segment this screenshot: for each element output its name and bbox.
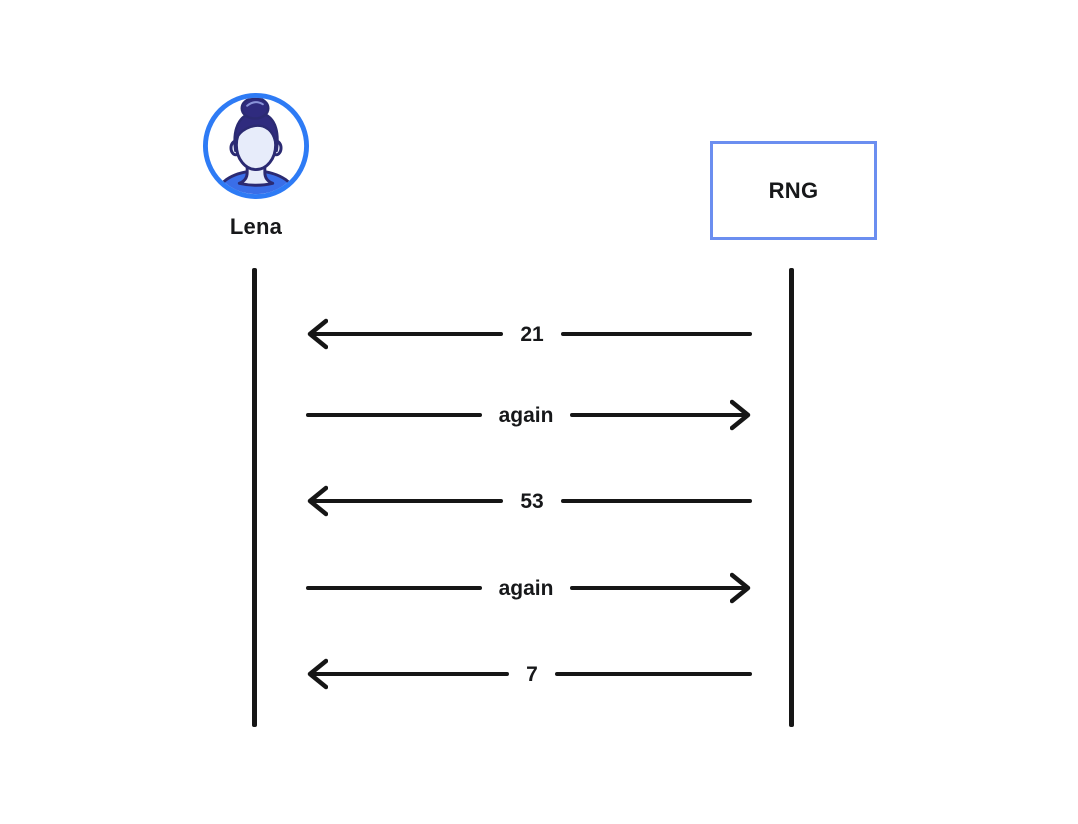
arrowhead-left-icon bbox=[306, 658, 328, 690]
arrow-shaft bbox=[560, 331, 753, 337]
message-label-3: 53 bbox=[520, 489, 544, 513]
arrowhead-right-icon bbox=[730, 399, 752, 431]
message-label-5: 7 bbox=[526, 662, 538, 686]
message-label-4: again bbox=[498, 576, 554, 600]
actor-lena: Lena bbox=[196, 92, 316, 240]
actor-rng-label: RNG bbox=[768, 177, 819, 203]
arrow-shaft bbox=[570, 585, 747, 591]
message-label-2: again bbox=[498, 403, 554, 427]
arrow-shaft bbox=[312, 671, 510, 677]
arrow-shaft bbox=[306, 412, 482, 418]
actor-rng-box: RNG bbox=[710, 141, 877, 240]
arrow-shaft bbox=[306, 585, 482, 591]
arrowhead-right-icon bbox=[730, 572, 752, 604]
message-arrow-2: again bbox=[306, 394, 752, 436]
message-arrow-4: again bbox=[306, 567, 752, 609]
message-arrow-1: 21 bbox=[306, 313, 753, 355]
message-label-1: 21 bbox=[520, 322, 544, 346]
message-arrow-3: 53 bbox=[306, 480, 753, 522]
actor-lena-label: Lena bbox=[229, 214, 283, 239]
arrow-shaft bbox=[312, 498, 504, 504]
arrow-shaft bbox=[554, 671, 752, 677]
arrow-shaft bbox=[560, 498, 753, 504]
lifeline-rng bbox=[789, 268, 794, 727]
lifeline-lena bbox=[252, 268, 257, 727]
lena-avatar-icon bbox=[202, 92, 310, 200]
arrowhead-left-icon bbox=[306, 485, 328, 517]
arrow-shaft bbox=[570, 412, 747, 418]
message-arrow-5: 7 bbox=[306, 653, 752, 695]
arrow-shaft bbox=[312, 331, 504, 337]
arrowhead-left-icon bbox=[306, 318, 328, 350]
